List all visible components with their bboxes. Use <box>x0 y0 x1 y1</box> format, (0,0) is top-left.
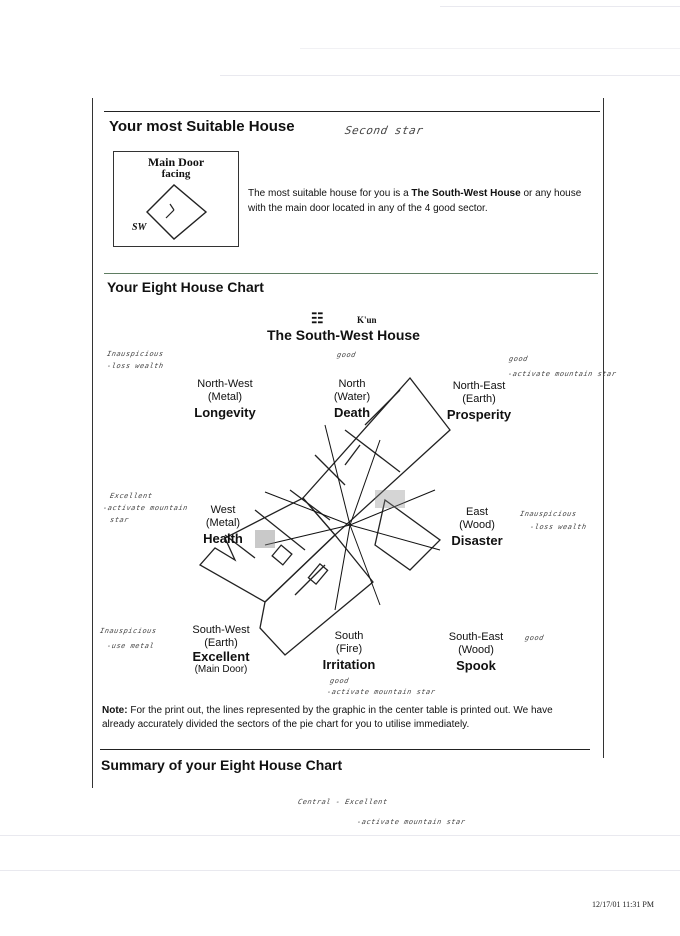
trigram-name: K'un <box>357 315 377 325</box>
handwritten-note: good <box>508 355 529 363</box>
handwritten-note: -use metal <box>106 642 155 650</box>
door-title: Main Door <box>147 155 205 169</box>
summary-heading: Summary of your Eight House Chart <box>101 757 343 773</box>
sector-north: North (Water) Death <box>317 378 387 419</box>
main-door-diagram: Main Door facing SW <box>113 151 239 247</box>
handwritten-note: Inauspicious <box>106 350 165 358</box>
trigram-icon: ☷ <box>311 310 324 326</box>
suitable-house-name: The South-West House <box>411 188 521 199</box>
handwritten-note: -loss wealth <box>529 523 588 531</box>
door-subtitle: facing <box>161 168 191 180</box>
suitable-house-heading: Your most Suitable House <box>109 118 295 135</box>
handwritten-note: star <box>109 516 130 524</box>
eight-house-chart-heading: Your Eight House Chart <box>107 279 264 295</box>
handwritten-note: -activate mountain star <box>326 688 437 696</box>
sector-west: West (Metal) Health <box>196 504 250 545</box>
handwritten-note: Second star <box>343 124 425 137</box>
handwritten-note: Excellent <box>109 492 154 500</box>
door-direction-label: SW <box>132 222 147 233</box>
handwritten-note: -loss wealth <box>106 362 165 370</box>
sector-quality: Spook <box>456 658 496 673</box>
handwritten-note: -activate mountain star <box>356 818 467 826</box>
print-note: Note: For the print out, the lines repre… <box>102 705 553 730</box>
sector-quality: Longevity <box>194 405 256 420</box>
floor-plan-graphic <box>198 376 451 656</box>
sector-east: East (Wood) Disaster <box>446 506 508 547</box>
main-door-label: (Main Door) <box>194 664 248 675</box>
sector-quality: Disaster <box>451 533 503 548</box>
handwritten-note: Inauspicious <box>99 627 158 635</box>
handwritten-note: good <box>329 677 350 685</box>
divider <box>104 273 598 274</box>
sector-south-west: South-West (Earth) Excellent (Main Door) <box>180 624 262 676</box>
handwritten-note: Inauspicious <box>519 510 578 518</box>
handwritten-note: Central - Excellent <box>297 798 389 806</box>
divider <box>100 749 590 750</box>
door-diamond-icon <box>146 184 208 240</box>
sector-quality: Death <box>333 405 371 420</box>
note-label: Note: <box>102 705 128 716</box>
divider <box>104 111 600 112</box>
sector-quality: Excellent <box>192 649 250 664</box>
suitable-house-description: The most suitable house for you is a The… <box>248 188 582 214</box>
handwritten-note: good <box>524 634 545 642</box>
frame-left-border <box>92 98 93 788</box>
print-timestamp: 12/17/01 11:31 PM <box>592 900 654 909</box>
sector-south: South (Fire) Irritation <box>314 630 384 671</box>
sector-north-west: North-West (Metal) Longevity <box>180 378 270 419</box>
sector-quality: Health <box>203 531 243 546</box>
sector-south-east: South-East (Wood) Spook <box>440 631 512 672</box>
handwritten-note: -activate mountain <box>102 504 189 512</box>
sector-north-east: North-East (Earth) Prosperity <box>436 380 522 421</box>
frame-right-border <box>603 98 604 758</box>
sector-quality: Prosperity <box>446 407 512 422</box>
sector-quality: Irritation <box>322 657 376 672</box>
house-title: The South-West House <box>267 327 420 343</box>
handwritten-note: good <box>336 351 357 359</box>
handwritten-note: -activate mountain star <box>507 370 618 378</box>
